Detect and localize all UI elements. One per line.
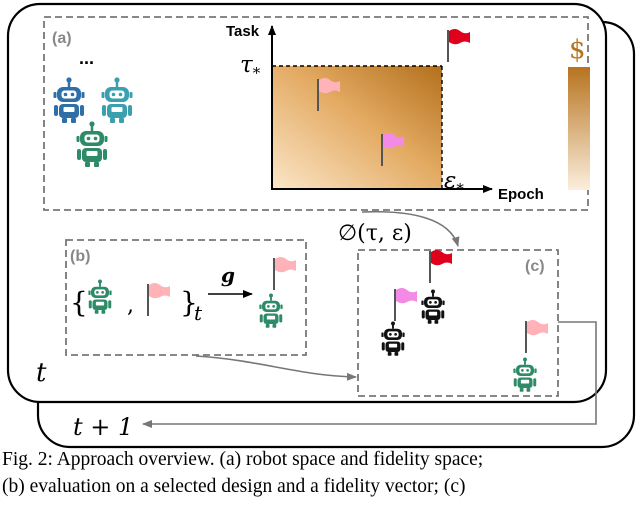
arrow-a-to-c (361, 210, 460, 247)
time-label-t-plus-1: t + 1 (73, 413, 133, 441)
epsilon-star-label: ε* (444, 168, 464, 198)
brace-close: } (180, 286, 198, 319)
frame-t (6, 2, 608, 404)
panel-c-label: (c) (525, 258, 545, 275)
panel-b-box (65, 239, 307, 356)
arrow-b-to-c (195, 355, 357, 381)
feedback-arrow (142, 321, 597, 428)
ellipsis: ... (79, 48, 94, 68)
cost-symbol: $ (569, 35, 586, 65)
y-axis-label: Task (226, 23, 260, 40)
panel-b-label: (b) (70, 248, 90, 265)
comma: , (127, 293, 134, 318)
caption-line-2: (b) evaluation on a selected design and … (2, 476, 466, 497)
tau-star-label: τ* (240, 52, 261, 82)
panel-c-box (357, 249, 559, 397)
arrow-label-g: g (221, 263, 235, 287)
caption-line-1: Fig. 2: Approach overview. (a) robot spa… (2, 449, 484, 470)
figure-caption: Fig. 2: Approach overview. (a) robot spa… (0, 446, 640, 512)
brace-subscript-t: t (194, 301, 203, 325)
x-axis-label: Epoch (498, 186, 544, 203)
brace-open: { (70, 286, 88, 319)
fidelity-gradient (272, 66, 442, 189)
cost-gradient-bar (568, 67, 590, 190)
time-label-t: t (36, 358, 47, 388)
fidelity-function-label: ∅(τ, ε) (338, 221, 412, 246)
panel-a-label: (a) (52, 30, 72, 47)
